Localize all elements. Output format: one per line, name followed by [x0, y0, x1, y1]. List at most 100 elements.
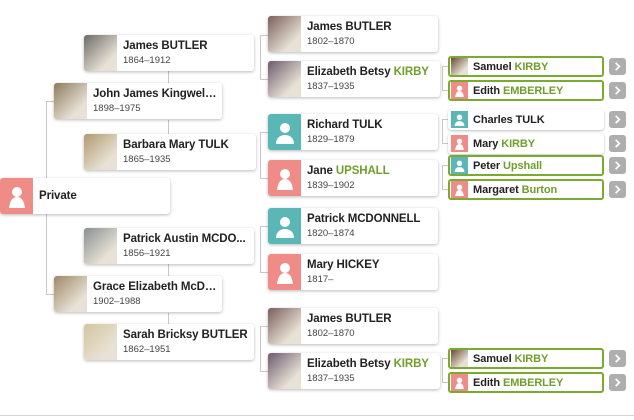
connector-line: [442, 119, 443, 143]
person-name-text: Patrick MCDONNELL: [307, 213, 421, 225]
connector-line: [46, 195, 47, 295]
person-name-text: Jane: [307, 165, 336, 177]
chevron-right-icon: [615, 139, 621, 148]
person-dates: 1802–1870: [307, 36, 355, 47]
person-card[interactable]: Richard TULK 1829–1879: [268, 114, 438, 150]
connector-line: [260, 226, 268, 227]
person-name: Samuel KIRBY: [473, 61, 598, 73]
expand-ancestors-button[interactable]: [609, 82, 626, 99]
person-name-text: Mary: [473, 137, 502, 150]
person-name-text: Margaret: [473, 183, 522, 196]
male-silhouette-icon: [268, 208, 301, 244]
person-photo: [54, 83, 87, 119]
person-name: Mary HICKEY: [307, 259, 434, 271]
chevron-right-icon: [615, 86, 621, 95]
connector-line: [260, 79, 268, 80]
person-dates: 1802–1870: [307, 328, 355, 339]
person-card[interactable]: Peter Upshall: [448, 155, 604, 176]
person-card[interactable]: James BUTLER 1802–1870: [268, 308, 438, 344]
person-name: Richard TULK: [307, 119, 434, 131]
bottom-divider: [0, 415, 634, 416]
connector-line: [260, 132, 261, 178]
person-text: Mary KIRBY: [468, 138, 602, 150]
person-photo: [451, 350, 468, 367]
person-card[interactable]: Private: [0, 178, 170, 214]
female-silhouette-icon: [451, 135, 468, 152]
chevron-right-icon: [615, 354, 621, 363]
person-name-text: Patrick Austin MCDO...: [123, 233, 246, 245]
person-card[interactable]: Margaret Burton: [448, 179, 604, 200]
highlighted-surname: KIRBY: [514, 352, 549, 365]
person-card[interactable]: James BUTLER 1802–1870: [268, 16, 438, 52]
person-dates: 1829–1879: [307, 134, 355, 145]
expand-ancestors-button[interactable]: [609, 374, 626, 391]
expand-ancestors-button[interactable]: [609, 135, 626, 152]
person-text: John James Kingwell ...1898–1975: [87, 88, 222, 114]
person-name-text: Elizabeth Betsy: [307, 358, 394, 370]
highlighted-surname: Upshall: [502, 159, 543, 172]
person-name: Peter Upshall: [473, 160, 598, 172]
female-silhouette-icon: [268, 160, 301, 196]
person-text: Jane UPSHALL 1839–1902: [301, 165, 438, 191]
person-name-text: Private: [39, 190, 77, 202]
person-text: Charles TULK: [468, 114, 602, 126]
highlighted-surname: UPSHALL: [335, 165, 390, 177]
highlighted-surname: Burton: [521, 183, 558, 196]
person-card[interactable]: Jane UPSHALL 1839–1902: [268, 160, 438, 196]
expand-ancestors-button[interactable]: [609, 58, 626, 75]
person-card[interactable]: Mary KIRBY: [448, 133, 604, 154]
person-photo: [268, 308, 301, 344]
connector-line: [442, 165, 448, 166]
male-silhouette-icon: [268, 114, 301, 150]
expand-ancestors-button[interactable]: [609, 157, 626, 174]
expand-ancestors-button[interactable]: [609, 181, 626, 198]
person-name: Grace Elizabeth McDo...: [93, 281, 218, 293]
person-name-text: Grace Elizabeth McDo...: [93, 281, 218, 293]
person-name: James BUTLER: [307, 21, 434, 33]
person-photo: [451, 58, 468, 75]
person-card[interactable]: Charles TULK: [448, 109, 604, 130]
person-card[interactable]: Patrick Austin MCDO...1856–1921: [84, 228, 254, 264]
expand-ancestors-button[interactable]: [609, 111, 626, 128]
person-name: Charles TULK: [473, 114, 598, 126]
chevron-right-icon: [615, 62, 621, 71]
male-silhouette-icon: [451, 157, 468, 174]
person-card[interactable]: Samuel KIRBY: [448, 348, 604, 369]
person-name: Private: [39, 190, 166, 202]
person-dates: 1839–1902: [307, 180, 355, 191]
person-name-text: John James Kingwell ...: [93, 88, 218, 100]
person-name-text: James BUTLER: [307, 313, 392, 325]
chevron-right-icon: [615, 185, 621, 194]
expand-ancestors-button[interactable]: [609, 350, 626, 367]
person-name: Barbara Mary TULK: [123, 139, 252, 151]
person-text: Richard TULK 1829–1879: [301, 119, 438, 145]
person-card[interactable]: John James Kingwell ...1898–1975: [54, 83, 222, 119]
highlighted-surname: KIRBY: [501, 137, 535, 150]
person-name-text: Mary HICKEY: [307, 259, 380, 271]
chevron-right-icon: [615, 161, 621, 170]
person-card[interactable]: Edith EMBERLEY: [448, 80, 604, 101]
person-name: Margaret Burton: [473, 184, 598, 196]
person-name-text: James BUTLER: [307, 21, 392, 33]
person-card[interactable]: Samuel KIRBY: [448, 56, 604, 77]
person-card[interactable]: Grace Elizabeth McDo...1902–1988: [54, 276, 222, 312]
connector-line: [442, 66, 448, 67]
person-card[interactable]: Edith EMBERLEY: [448, 372, 604, 393]
connector-line: [442, 358, 443, 382]
connector-line: [442, 90, 448, 91]
person-name-text: Barbara Mary TULK: [123, 139, 229, 151]
connector-line: [260, 371, 268, 372]
person-dates: 1837–1935: [307, 373, 355, 384]
